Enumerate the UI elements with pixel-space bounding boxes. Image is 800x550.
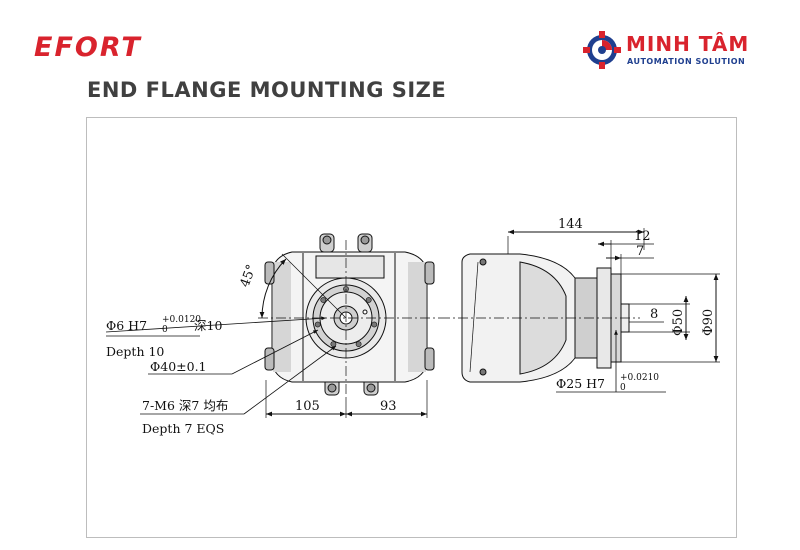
front-view: [105, 233, 440, 418]
width-right-label: 93: [380, 399, 397, 414]
width-left-label: 105: [295, 399, 320, 414]
spigot-tol-upper: +0.0210: [620, 373, 659, 383]
top-bolts: [319, 233, 373, 253]
spigot-dia-label: Φ25 H7: [556, 376, 605, 391]
bore-depth-label: 8: [650, 307, 658, 322]
pin-tol-upper: +0.0120: [162, 315, 201, 325]
pin-depth-cn: 深10: [194, 318, 222, 333]
angle-label: 45°: [238, 263, 260, 290]
pin-tol-lower: 0: [162, 325, 168, 335]
pin-depth-en: Depth 10: [106, 344, 164, 359]
pcd-label: Φ40±0.1: [150, 359, 207, 374]
pilot-depth-label: 7: [636, 244, 644, 259]
side-view: [440, 228, 720, 393]
partner-tagline: AUTOMATION SOLUTION: [627, 57, 746, 66]
gear-globe-icon: [583, 31, 621, 69]
drawing-frame: [86, 117, 737, 538]
thread-en-label: Depth 7 EQS: [142, 421, 224, 436]
thread-cn-label: 7-M6 深7 均布: [142, 398, 228, 413]
page-title: END FLANGE MOUNTING SIZE: [87, 78, 447, 102]
flange-dia-label: Φ90: [701, 309, 716, 336]
efort-logo: EFORT: [34, 32, 142, 63]
minh-tam-logo: MINH TÂM AUTOMATION SOLUTION: [582, 30, 772, 74]
pin-hole-label: Φ6 H7: [106, 318, 147, 333]
length-label: 144: [558, 217, 583, 232]
partner-name: MINH TÂM: [626, 32, 750, 56]
flange-thickness-label: 12: [634, 229, 651, 244]
bore-dia-label: Φ50: [671, 309, 686, 336]
spigot-tol-lower: 0: [620, 383, 626, 393]
